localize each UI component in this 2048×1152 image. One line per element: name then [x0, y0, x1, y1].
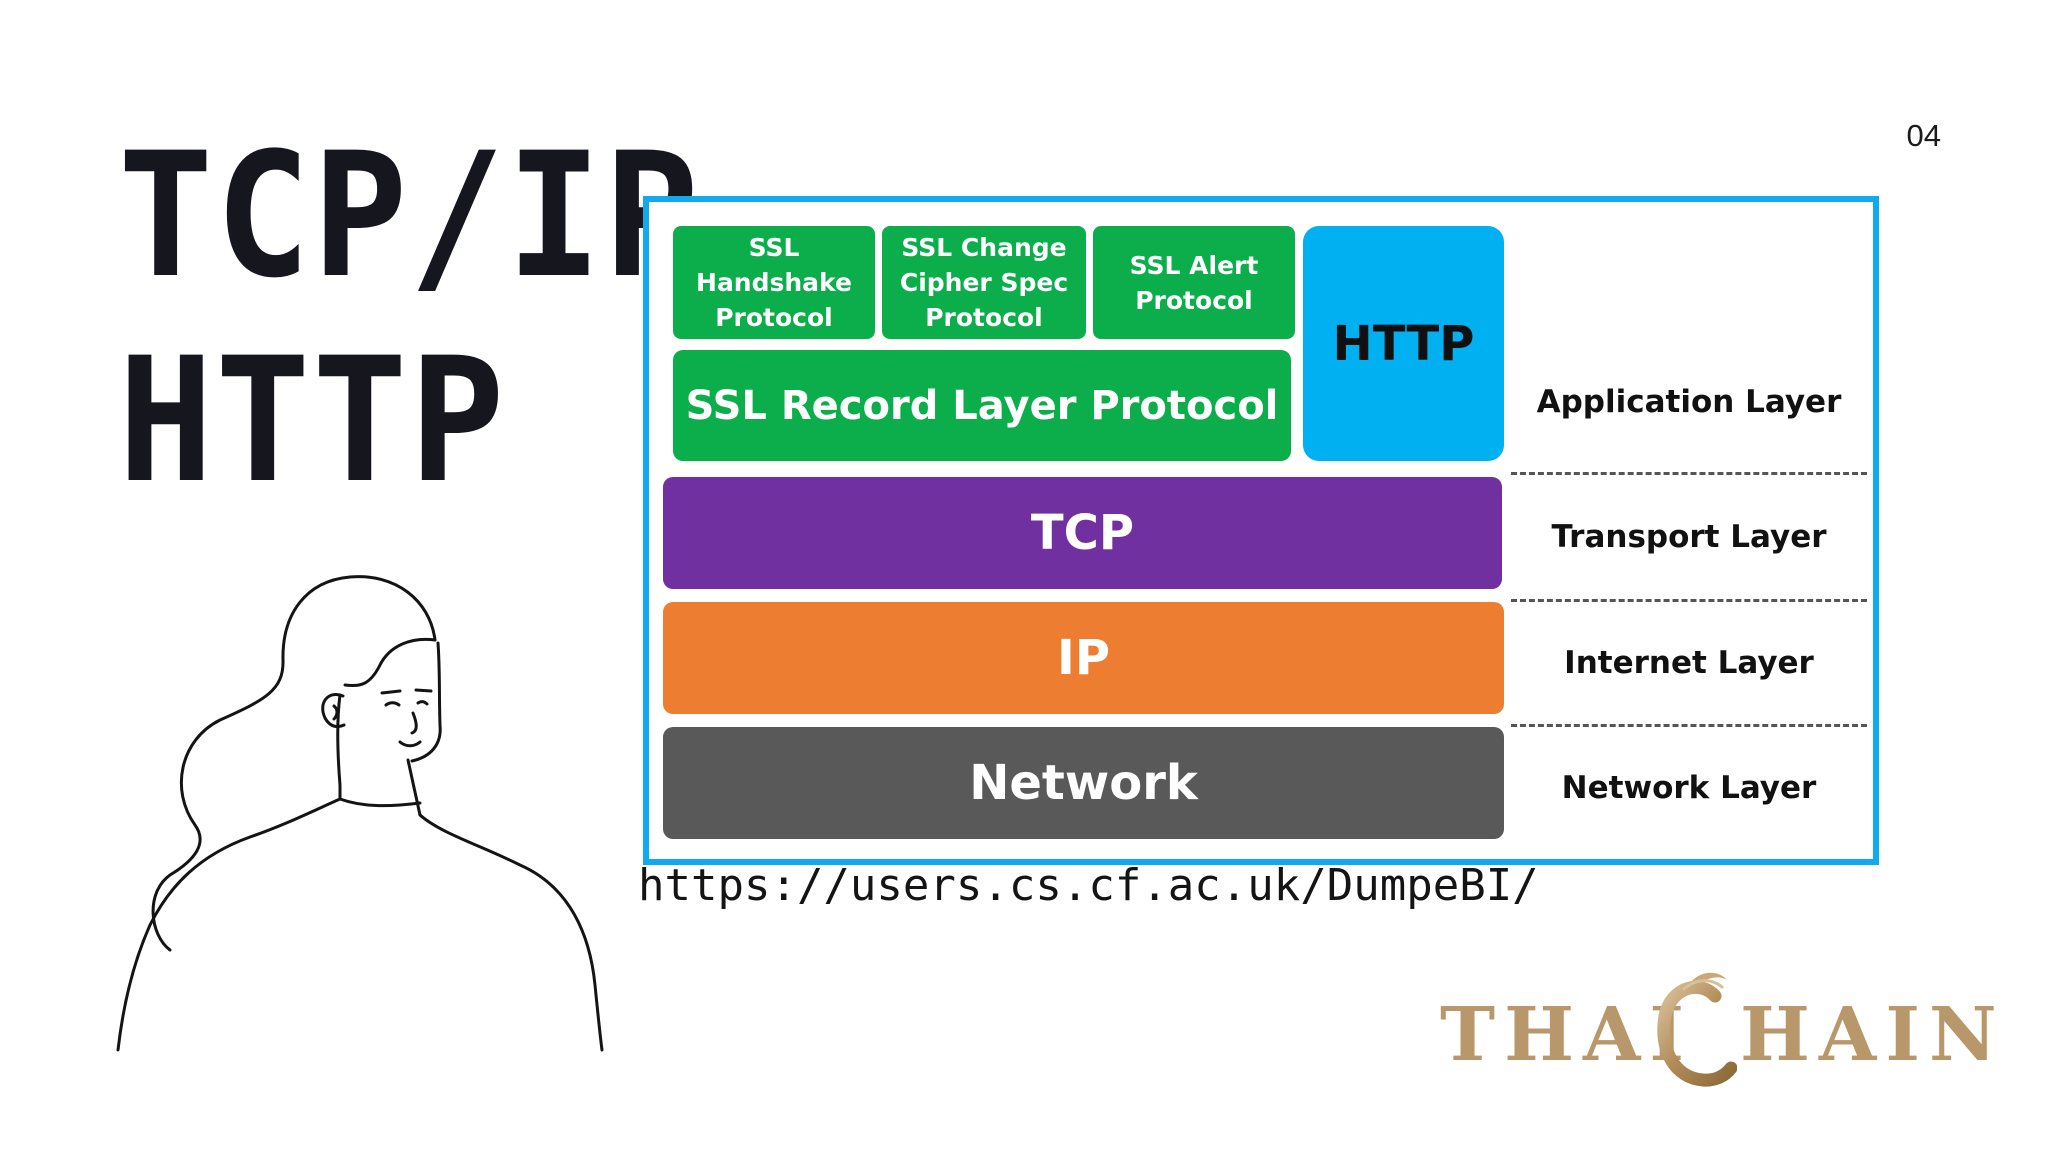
tcp-block: TCP [663, 477, 1502, 589]
page-number: 04 [1906, 118, 1941, 153]
ssl-alert-protocol-block: SSL Alert Protocol [1093, 226, 1295, 339]
woman-line-drawing-icon [116, 575, 604, 1052]
network-block: Network [663, 727, 1504, 839]
internet-layer-label: Internet Layer [1564, 645, 1814, 681]
transport-layer-label: Transport Layer [1551, 519, 1827, 555]
slide-title-line-1: TCP/IP [118, 115, 701, 316]
ip-block: IP [663, 602, 1504, 714]
layer-divider [1511, 472, 1867, 475]
logo-text-right: HAIN [1740, 992, 2006, 1078]
source-url: https://users.cs.cf.ac.uk/DumpeBI/ [638, 860, 1539, 911]
ssl-handshake-protocol-block: SSL Handshake Protocol [673, 226, 875, 339]
slide-title-line-2: HTTP [118, 320, 507, 521]
ssl-change-cipher-spec-block: SSL Change Cipher Spec Protocol [882, 226, 1086, 339]
logo-c-emblem-icon [1657, 972, 1737, 1087]
application-layer-label: Application Layer [1536, 384, 1842, 420]
network-layer-label: Network Layer [1561, 770, 1817, 806]
thaichain-logo: THAI HAIN [1440, 968, 1997, 1098]
http-block: HTTP [1303, 226, 1504, 461]
layer-divider [1511, 599, 1867, 602]
ssl-record-layer-block: SSL Record Layer Protocol [673, 350, 1291, 461]
layer-divider [1511, 724, 1867, 727]
logo-text-left: THAI [1440, 992, 1694, 1078]
protocol-stack-diagram: SSL Handshake Protocol SSL Change Cipher… [643, 196, 1879, 865]
